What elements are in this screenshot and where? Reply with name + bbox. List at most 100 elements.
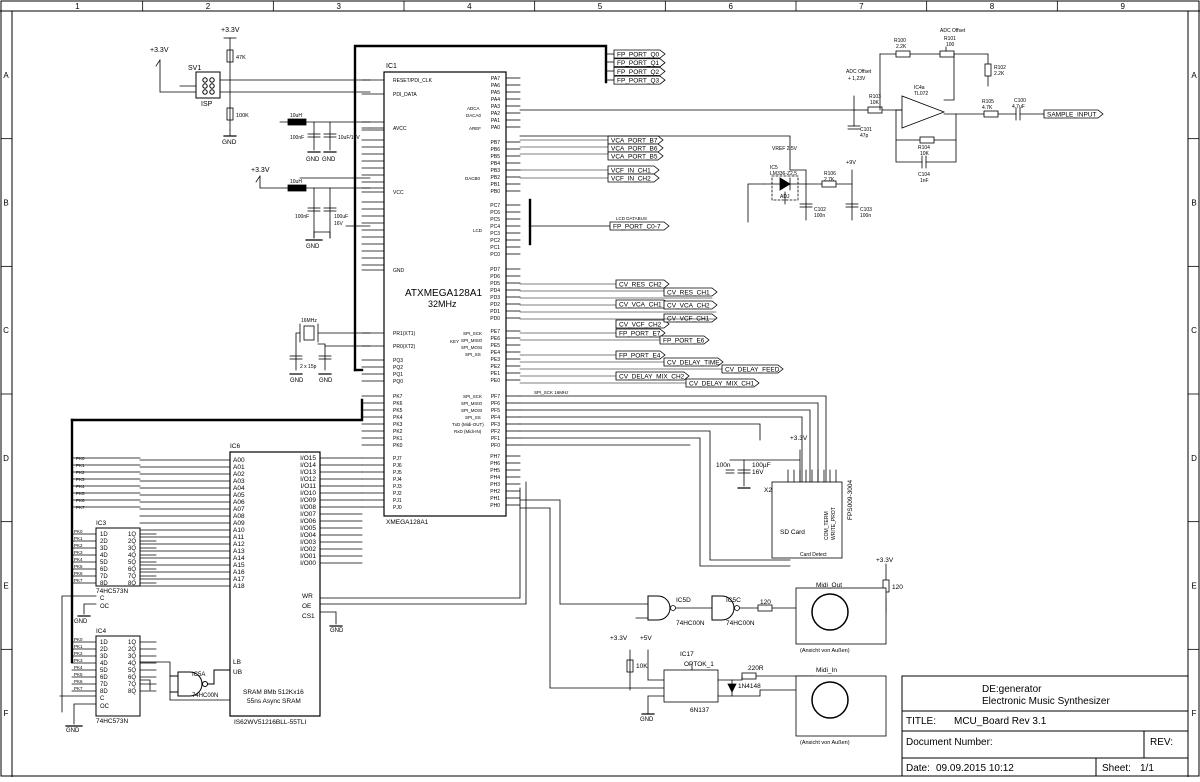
ic6-address-pins: A00A01A02A03A04A05A06A07A08A09A10A11A12A… [233,457,245,590]
ic1-pin-right: PF3 [491,422,500,428]
opto-part: 6N137 [690,707,710,714]
row-label-right: A [1191,71,1197,80]
latch-output-pin: 7Q [128,682,136,688]
latch-gnd-label-b: GND [66,728,80,734]
ic1-pin-right: PF0 [491,443,500,449]
midi-out-caption: (Ansicht von Außen) [800,648,850,654]
ic6-io-pin: I/O04 [300,532,316,539]
ic1-pin-right: PB1 [491,182,501,188]
net-cv-left: CV_VCF_CH2 [619,322,662,329]
column-label: 4 [467,2,472,11]
column-label: 3 [336,2,341,11]
c104-value: 1nF [920,178,929,184]
latch-input-pin: 7D [100,574,108,580]
ic1-pin-right: PF5 [491,408,500,414]
latch-gnd-label-a: GND [74,619,88,625]
midi-in-p5: +5V [640,635,652,642]
latch-pk-label: PK2 [74,651,83,656]
ic6-io-pin: I/O02 [300,546,316,553]
c102-value: 100n [814,213,825,219]
ic1-pin-left: PQ3 [393,358,403,364]
ic6-address-pin: A13 [233,548,245,555]
latch-pk-label: PK6 [74,679,83,684]
pk-bus-label: PK6 [76,498,85,503]
latch-input-pin: 3D [100,654,108,660]
ic6-io-pin: I/O08 [300,504,316,511]
midi-in-p33: +3.3V [610,635,628,642]
sd-power-label: +3.3V [790,435,808,442]
ic5c-part: 74HC00N [726,620,755,627]
r104-value: 10K [920,151,930,157]
ic1-pin-left: PJ4 [393,477,402,483]
ic1-pin-right: PH3 [490,482,500,488]
ic1-pin-left: PK7 [393,394,403,400]
ic1-pin-left: PQ1 [393,372,403,378]
latch-output-pin: 4Q [128,553,136,559]
row-label-right: C [1191,326,1197,335]
r220-label: 220R [748,665,764,672]
row-label-left: D [3,454,9,463]
ic5d-part: 74HC00N [676,620,705,627]
ic1-pin-right: PH7 [490,454,500,460]
sd-ref: X2 [764,487,772,494]
ic1-pin-right: PA2 [491,111,500,117]
latch-output-pin: 8Q [128,689,136,695]
ic1-ref: IC1 [386,63,397,70]
ic1-pin-right: PE1 [491,371,501,377]
sd-write-prot: WRITE_PROT [831,507,837,540]
ic1-pin-left: PK5 [393,408,403,414]
ic1-pin-right: PH5 [490,468,500,474]
net-vcf-in: VCF_IN_CH2 [611,176,651,183]
tb-sheet-label: Sheet: [1102,763,1131,774]
ic1-pin-left: PJ0 [393,505,402,511]
pk-bus-label: PK7 [76,505,85,510]
ic6-wires [71,457,527,627]
ic6-address-pin: A06 [233,499,245,506]
latch-input-pin: 4D [100,661,108,667]
latch-pk-label: PK4 [74,665,83,670]
net-vca-port: VCA_PORT_B6 [611,146,658,153]
label-spi-mosi-f: SPI_MOSI [461,408,482,413]
sd-card-connector [725,459,843,559]
ic6-address-pin: A10 [233,527,245,534]
isp-connector [155,37,371,137]
ic6-gnd-label: GND [330,628,344,634]
adc-offset2-label: ADC Offset [846,69,872,75]
ic1-pin-right: PB5 [491,154,501,160]
c101-value: 47p [860,133,869,139]
ic6-io-pin: I/O01 [300,553,316,560]
ic1-pin-left: AVCC [393,126,407,132]
net-sample-input: SAMPLE_INPUT [1047,112,1097,119]
latch-input-pin: 2D [100,539,108,545]
ic4-oc-label: OC [100,704,110,710]
ic1-part: XMEGA128A1 [386,519,429,526]
row-label-right: E [1191,582,1196,591]
latch-pk-label: PK2 [74,543,83,548]
ic1-pin-right: PA1 [491,118,500,124]
ic3-oc-label: OC [100,604,110,610]
gnd-label-e: GND [319,378,333,384]
pk-bus-label: PK2 [76,470,85,475]
ic1-pin-right: PH0 [490,503,500,509]
xtal-caps-label: 2 x 15p [300,364,317,370]
ic1-pin-right: PD5 [490,281,500,287]
ic1-pin-right: PF6 [491,401,500,407]
ic6-ref: IC6 [230,443,241,450]
r104-ref: R104 [918,145,930,151]
r103-ref: R103 [869,94,881,100]
ic1-pin-right: PE5 [491,343,501,349]
ic1-left-pin-lines [361,79,385,508]
gnd-label-c: GND [306,244,320,250]
ic6-ctrl-ub: UB [233,669,242,676]
ic1-pin-right: PE3 [491,357,501,363]
optok-label: OPTOK_1 [684,661,714,668]
tb-title-label: TITLE: [906,716,936,727]
gnd-label-a: GND [306,157,320,163]
latch-input-pin: 6D [100,675,108,681]
r120b-label: 120 [892,584,903,591]
latch-output-pin: 2Q [128,539,136,545]
latch-wiring [59,595,231,727]
adc-offset-label: ADC Offset [940,28,966,34]
